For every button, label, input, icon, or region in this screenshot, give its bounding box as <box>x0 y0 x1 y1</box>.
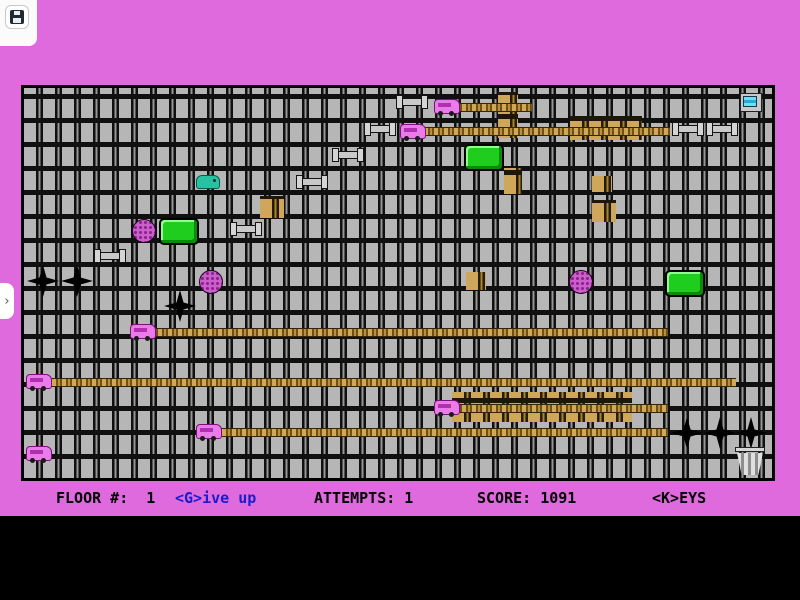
give-up-hint: <G>ive up <box>175 489 257 507</box>
toolbar-corner <box>0 0 37 46</box>
playfield[interactable] <box>21 85 775 481</box>
floor-counter: FLOOR #: 1 <box>56 489 156 507</box>
chevron-right-icon: › <box>4 293 10 309</box>
game-screen: FLOOR #: 1 <G>ive up ATTEMPTS: 1 SCORE: … <box>0 0 800 516</box>
attempts-counter: ATTEMPTS: 1 <box>314 489 414 507</box>
score-counter: SCORE: 1091 <box>477 489 577 507</box>
save-icon <box>10 10 24 24</box>
keys-hint: <K>EYS <box>652 489 707 507</box>
save-button[interactable] <box>5 5 29 29</box>
nav-arrow-tab[interactable]: › <box>0 283 14 319</box>
letterbox <box>0 516 800 600</box>
status-bar: FLOOR #: 1 <G>ive up ATTEMPTS: 1 SCORE: … <box>0 487 800 511</box>
